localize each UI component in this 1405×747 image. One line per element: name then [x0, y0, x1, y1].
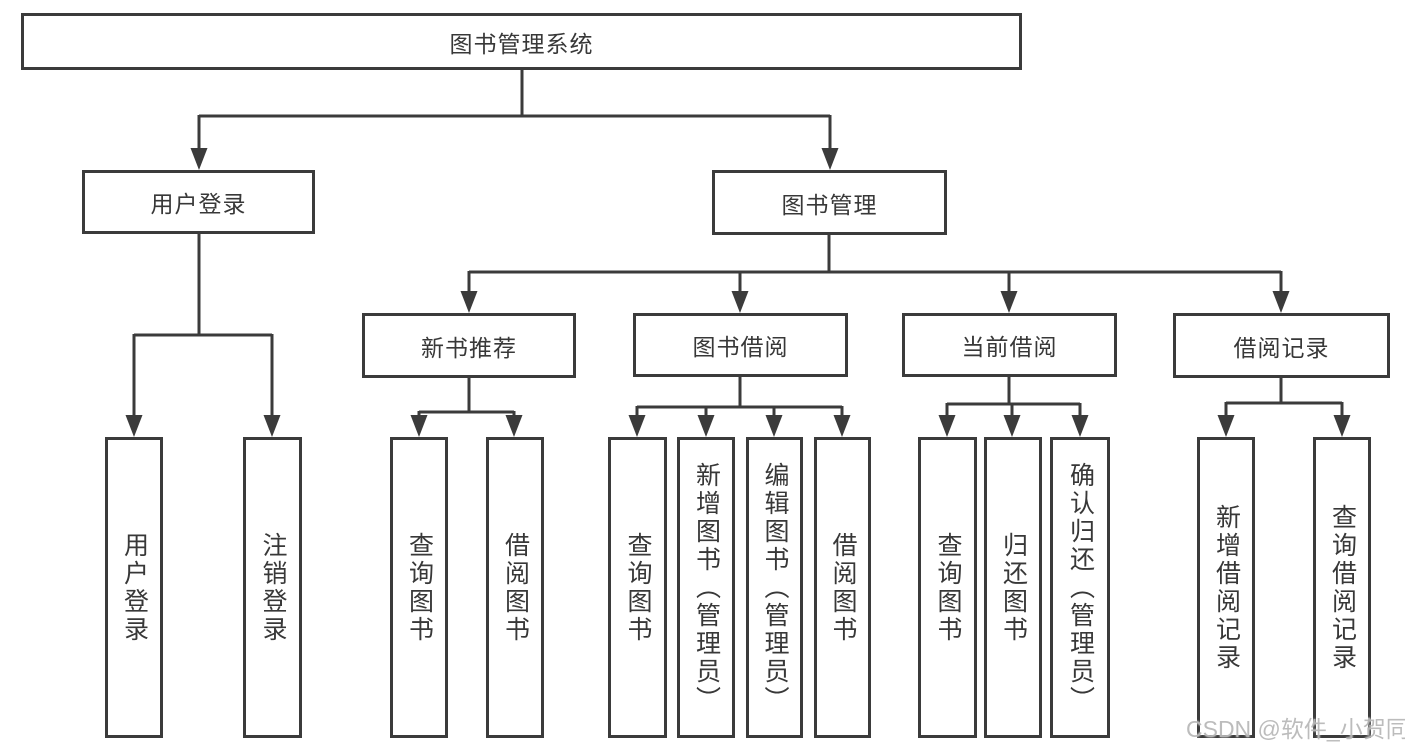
leaf-newbook-query-books: 查询图书 — [390, 437, 448, 738]
leaf-records-add-record: 新增借阅记录 — [1197, 437, 1255, 738]
leaf-records-add-record-label: 新增借阅记录 — [1212, 503, 1241, 672]
node-user-login: 用户登录 — [82, 170, 315, 234]
leaf-newbook-borrow-books-label: 借阅图书 — [501, 531, 530, 644]
node-book-management-label: 图书管理 — [781, 191, 878, 218]
leaf-borrowing-borrow-books-label: 借阅图书 — [829, 531, 857, 644]
leaf-logout: 注销登录 — [243, 437, 302, 738]
leaf-current-return-books-label: 归还图书 — [999, 531, 1028, 644]
node-root-label: 图书管理系统 — [449, 30, 594, 57]
leaf-current-query-books: 查询图书 — [918, 437, 977, 738]
leaf-records-query-record-label: 查询借阅记录 — [1328, 503, 1357, 672]
node-current-borrowing-label: 当前借阅 — [961, 334, 1058, 360]
leaf-borrowing-query-books-label: 查询图书 — [624, 531, 652, 644]
leaf-newbook-borrow-books: 借阅图书 — [486, 437, 544, 738]
leaf-records-query-record: 查询借阅记录 — [1313, 437, 1371, 738]
leaf-borrowing-add-books-admin: 新增图书（管理员） — [677, 437, 735, 738]
leaf-newbook-query-books-label: 查询图书 — [405, 531, 434, 644]
node-new-book-recommend-label: 新书推荐 — [421, 334, 517, 361]
leaf-current-return-books: 归还图书 — [984, 437, 1042, 738]
node-current-borrowing: 当前借阅 — [902, 313, 1117, 377]
node-borrowing-records: 借阅记录 — [1173, 313, 1390, 378]
leaf-current-confirm-return-admin-label: 确认归还（管理员） — [1066, 461, 1095, 714]
node-root: 图书管理系统 — [21, 13, 1022, 70]
leaf-current-confirm-return-admin: 确认归还（管理员） — [1050, 437, 1110, 738]
leaf-borrowing-borrow-books: 借阅图书 — [814, 437, 871, 738]
leaf-borrowing-add-books-admin-label: 新增图书（管理员） — [692, 461, 721, 714]
node-new-book-recommend: 新书推荐 — [362, 313, 576, 378]
leaf-user-login: 用户登录 — [105, 437, 163, 738]
leaf-borrowing-edit-books-admin: 编辑图书（管理员） — [746, 437, 803, 738]
node-user-login-label: 用户登录 — [150, 191, 247, 217]
node-borrowing-records-label: 借阅记录 — [1233, 334, 1330, 361]
node-book-borrowing-label: 图书借阅 — [692, 334, 789, 360]
leaf-user-login-label: 用户登录 — [120, 531, 149, 644]
node-book-management: 图书管理 — [712, 170, 947, 235]
leaf-current-query-books-label: 查询图书 — [934, 531, 962, 644]
csdn-watermark: CSDN @软件_小贺同学 — [1186, 716, 1405, 742]
leaf-borrowing-query-books: 查询图书 — [608, 437, 667, 738]
node-book-borrowing: 图书借阅 — [633, 313, 848, 377]
leaf-logout-label: 注销登录 — [259, 531, 287, 644]
leaf-borrowing-edit-books-admin-label: 编辑图书（管理员） — [761, 461, 789, 714]
